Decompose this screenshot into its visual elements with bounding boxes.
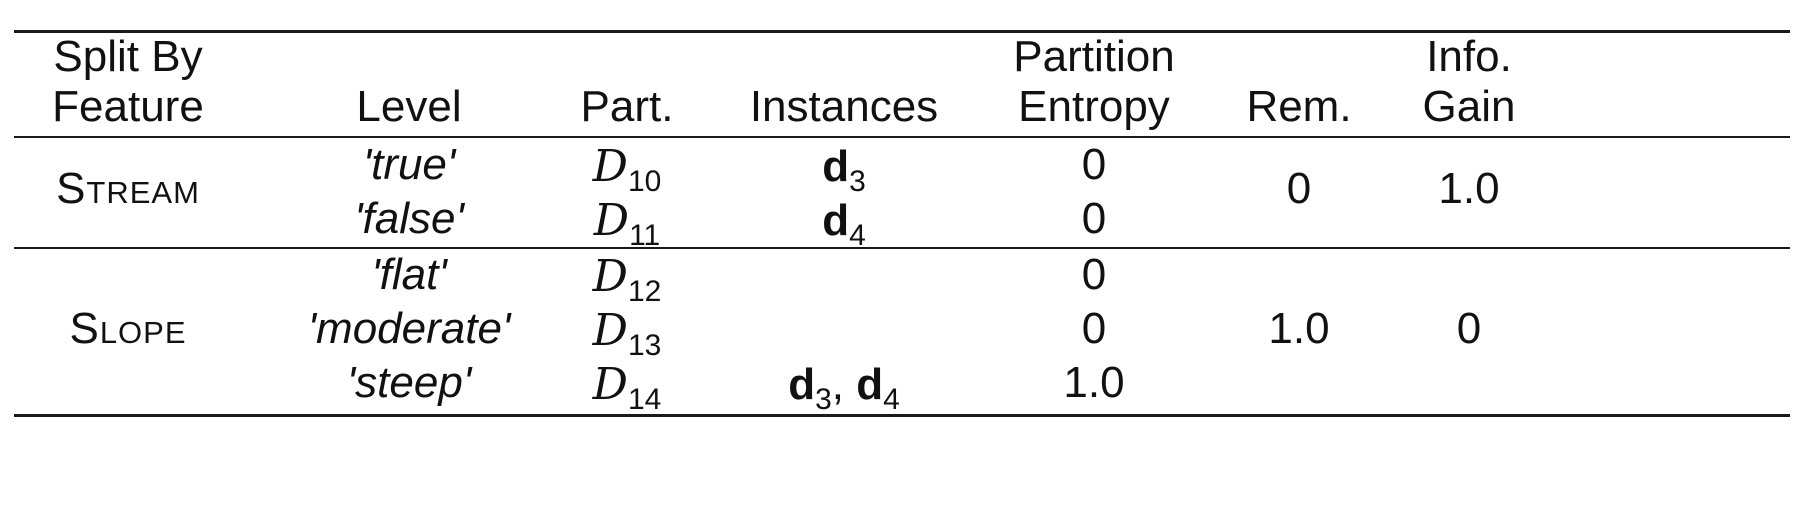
partition-cell: D11 — [593, 195, 661, 252]
level-cell: 'flat' — [371, 250, 447, 299]
entropy-cell: 1.0 — [1063, 358, 1125, 407]
instance-separator: , — [831, 360, 857, 409]
instances-cell: d4 — [822, 196, 866, 252]
header-rule — [14, 136, 1790, 138]
header-split-by-feature-line2: Feature — [52, 82, 204, 131]
info-gain-stream: 1.0 — [1438, 164, 1500, 213]
level-cell: 'moderate' — [307, 304, 511, 353]
partition-cell: D10 — [592, 141, 662, 198]
header-partition-entropy-line2: Entropy — [1018, 82, 1170, 131]
entropy-cell: 0 — [1081, 194, 1107, 243]
instances-cell: d3, d4 — [788, 360, 900, 416]
header-instances: Instances — [749, 82, 939, 131]
level-cell: 'false' — [354, 194, 464, 243]
header-partition-entropy: Partition Entropy — [984, 32, 1204, 132]
level-cell: 'true' — [362, 140, 456, 189]
header-split-by-feature: Split By Feature — [28, 32, 228, 132]
header-rem: Rem. — [1246, 82, 1352, 131]
header-split-by-feature-line1: Split By — [53, 32, 203, 81]
partition-cell: D14 — [592, 359, 662, 416]
info-gain-slope: 0 — [1456, 304, 1482, 353]
header-part: Part. — [580, 82, 674, 131]
header-info-gain: Info. Gain — [1404, 32, 1534, 132]
entropy-cell: 0 — [1081, 304, 1107, 353]
group-separator-rule — [14, 247, 1790, 249]
header-partition-entropy-line1: Partition — [1013, 32, 1175, 81]
header-info-gain-line2: Gain — [1422, 82, 1516, 131]
header-level: Level — [356, 82, 462, 131]
level-cell: 'steep' — [346, 358, 472, 407]
top-rule — [14, 30, 1790, 33]
entropy-cell: 0 — [1081, 140, 1107, 189]
feature-stream: Stream — [56, 164, 200, 213]
partition-cell: D12 — [592, 251, 662, 308]
bottom-rule — [14, 414, 1790, 417]
instances-cell: d3 — [822, 142, 866, 198]
entropy-cell: 0 — [1081, 250, 1107, 299]
remainder-stream: 0 — [1286, 164, 1312, 213]
feature-slope: Slope — [69, 304, 187, 353]
header-info-gain-line1: Info. — [1426, 32, 1512, 81]
partition-cell: D13 — [592, 305, 662, 362]
remainder-slope: 1.0 — [1268, 304, 1330, 353]
